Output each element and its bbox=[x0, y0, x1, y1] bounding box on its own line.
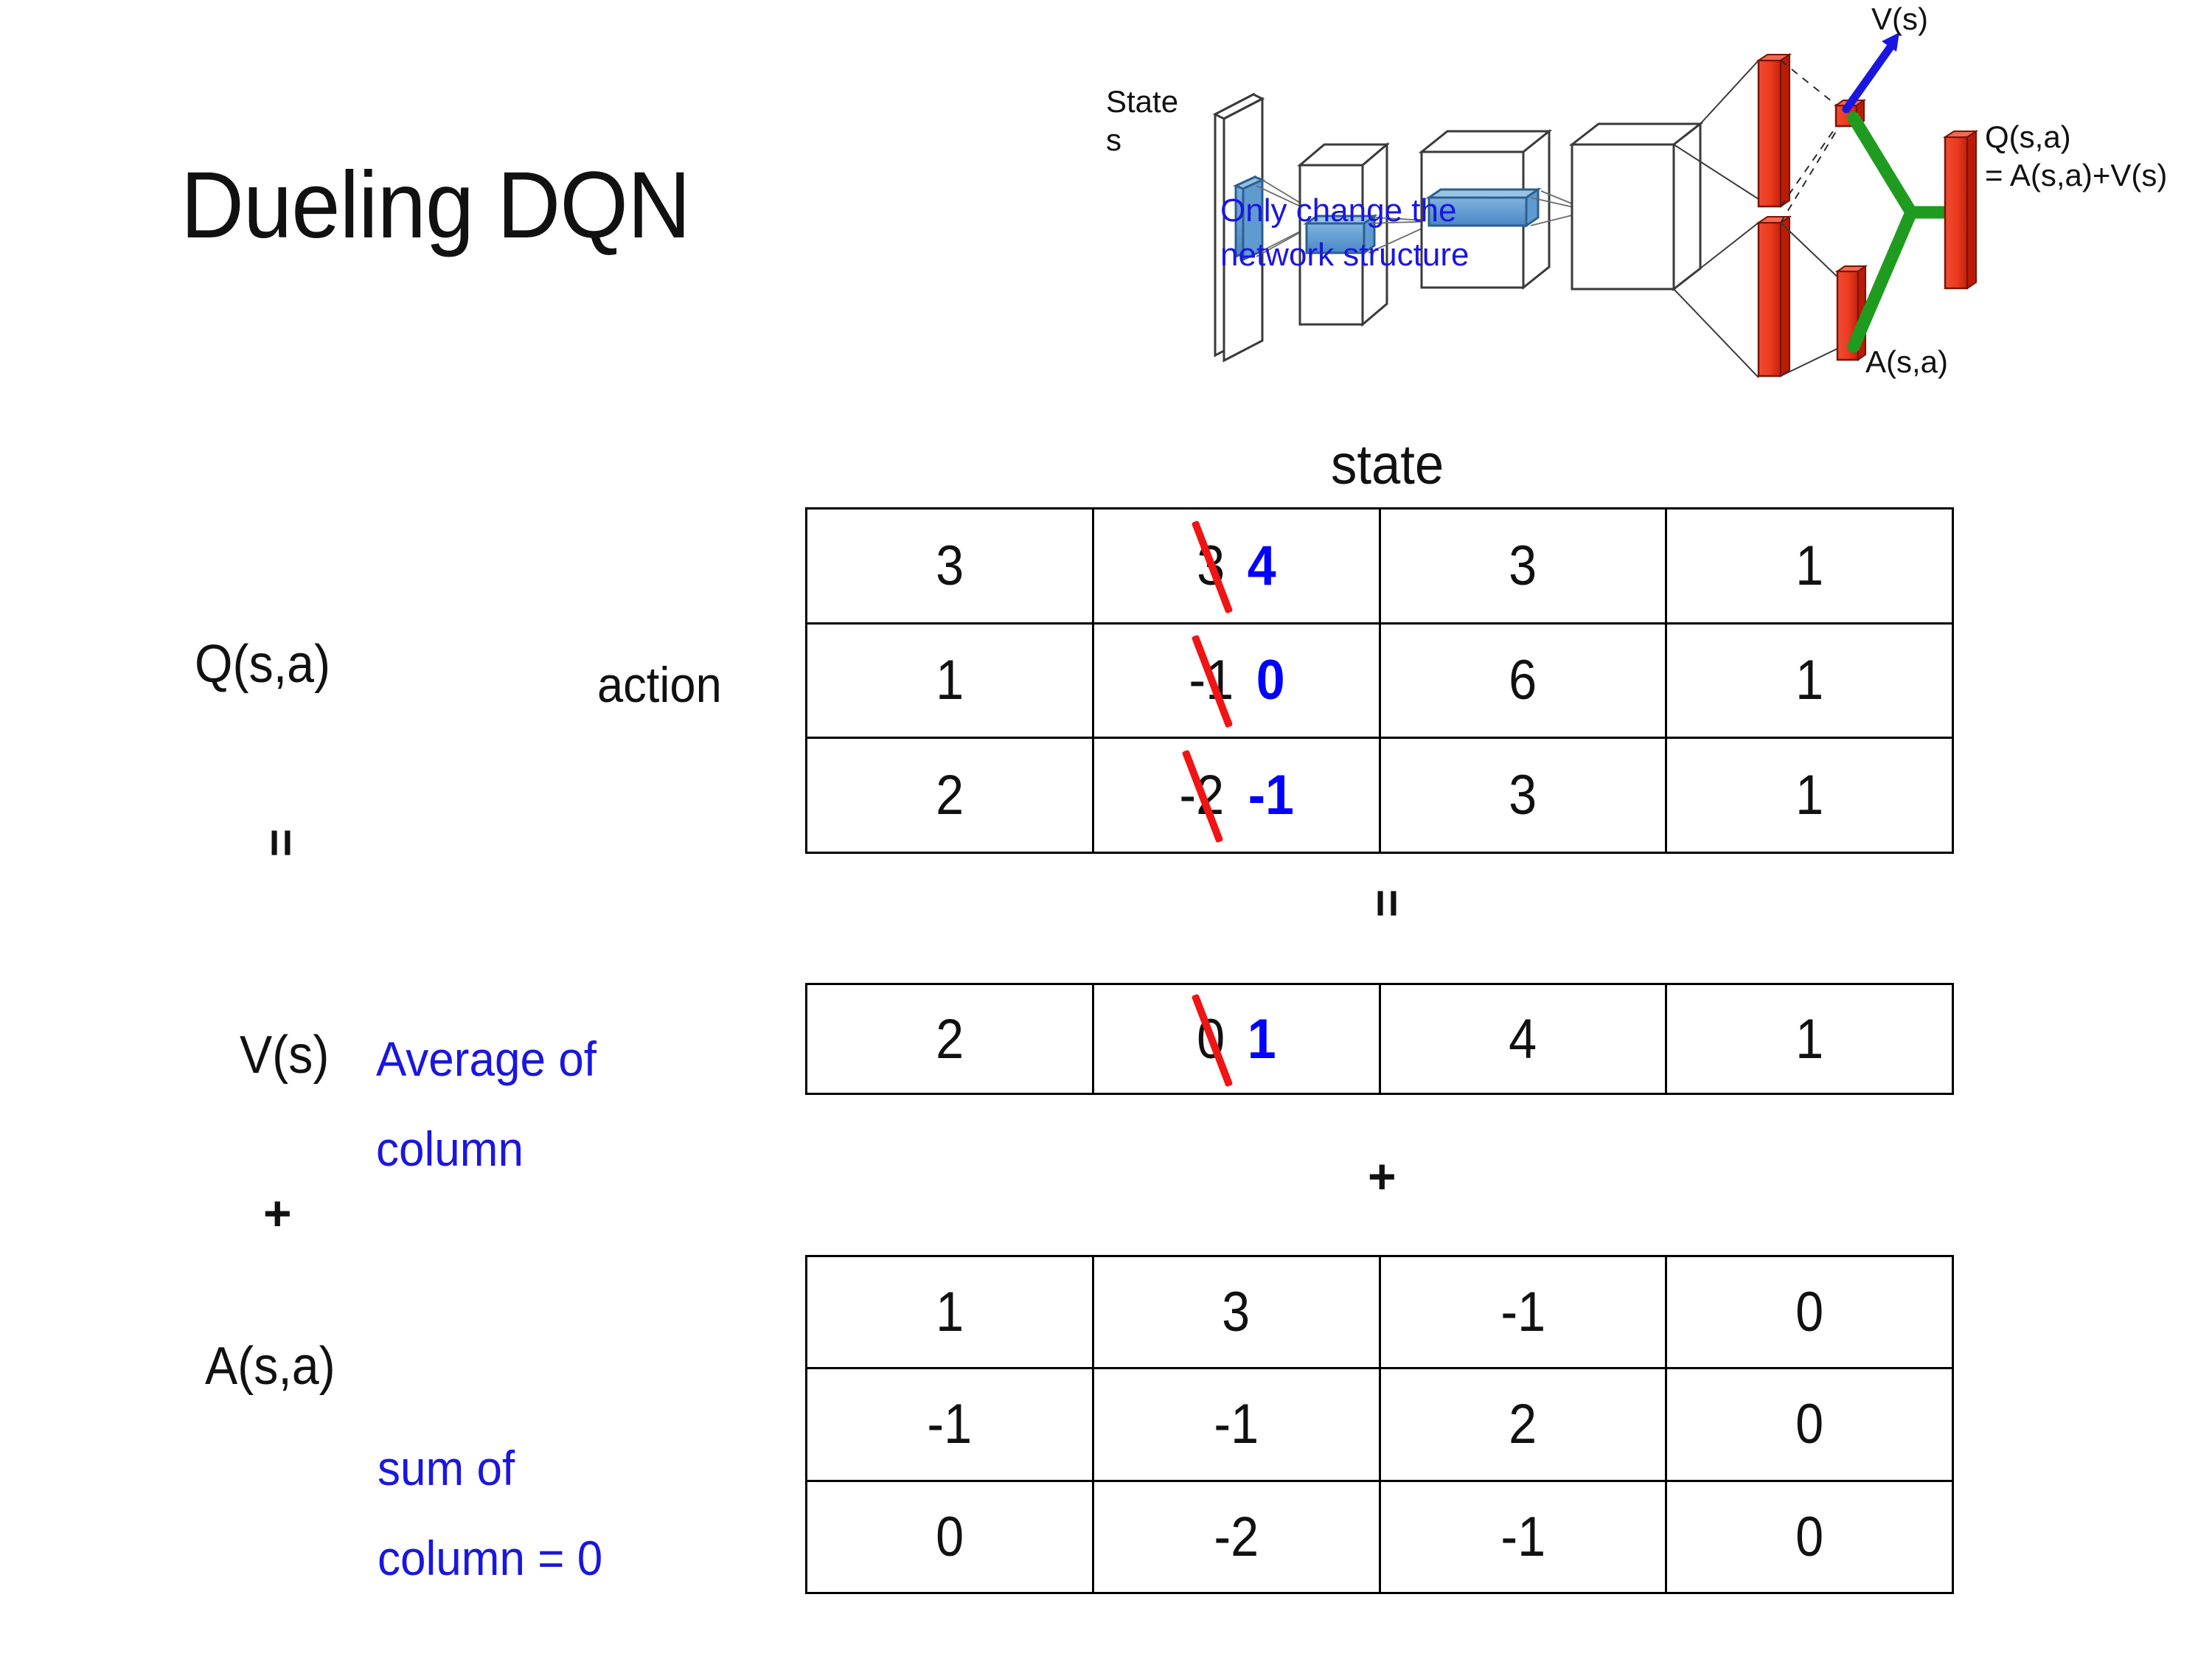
a-cell-r1c2[interactable]: 2 bbox=[1378, 1367, 1668, 1482]
value-stream-bar bbox=[1756, 53, 1792, 208]
q-output-bar bbox=[1942, 130, 1979, 290]
q-cell-r0c0[interactable]: 3 bbox=[805, 507, 1094, 625]
v-cell-c3[interactable]: 1 bbox=[1665, 983, 1954, 1095]
a-value-table: 1 3 -1 0 -1 -1 2 0 0 -2 -1 0 bbox=[805, 1254, 1954, 1595]
diagram-value-output-label: V(s) bbox=[1871, 1, 1928, 36]
diagram-q-output-label-line2: = A(s,a)+V(s) bbox=[1985, 158, 2167, 192]
plus-sign-tables: + bbox=[1368, 1149, 1397, 1203]
a-cell-r2c2[interactable]: -1 bbox=[1378, 1479, 1668, 1595]
a-function-label: A(s,a) bbox=[205, 1337, 335, 1396]
table-row: 0 -2 -1 0 bbox=[805, 1479, 1954, 1595]
q-cell-r2c1[interactable]: -2-1 bbox=[1091, 737, 1381, 854]
v-note-line2: column bbox=[376, 1121, 524, 1176]
merge-green-links bbox=[1847, 111, 1956, 353]
conv2-filter bbox=[1425, 187, 1542, 228]
state-axis-label: state bbox=[1331, 434, 1444, 496]
table-row: 1 3 -1 0 bbox=[805, 1254, 1954, 1370]
stream-split-lines bbox=[1673, 60, 1759, 378]
a-cell-r2c1[interactable]: -2 bbox=[1091, 1479, 1381, 1595]
v-function-label: V(s) bbox=[240, 1026, 330, 1085]
page-title: Dueling DQN bbox=[181, 153, 691, 258]
a-cell-r0c0[interactable]: 1 bbox=[805, 1254, 1094, 1370]
input-receptive-field bbox=[1233, 175, 1265, 262]
diagram-state-label-line2: s bbox=[1106, 122, 1121, 157]
q-cell-r0c3[interactable]: 1 bbox=[1665, 507, 1954, 625]
a-cell-r0c2[interactable]: -1 bbox=[1378, 1254, 1668, 1370]
advantage-stream-bar bbox=[1756, 215, 1792, 378]
diagram-q-output-label-line1: Q(s,a) bbox=[1985, 119, 2071, 154]
q-cell-r1c2[interactable]: 6 bbox=[1378, 622, 1668, 740]
equals-sign-q-v: = bbox=[254, 828, 309, 858]
v-note-line1: Average of bbox=[376, 1032, 597, 1086]
advantage-links bbox=[1780, 222, 1846, 377]
v-cell-c2[interactable]: 4 bbox=[1378, 983, 1668, 1095]
a-cell-r2c0[interactable]: 0 bbox=[805, 1479, 1094, 1595]
q-cell-r1c3[interactable]: 1 bbox=[1665, 622, 1954, 740]
table-row: 2 -2-1 3 1 bbox=[805, 737, 1954, 854]
q-function-label: Q(s,a) bbox=[195, 635, 331, 694]
q-cell-r2c2[interactable]: 3 bbox=[1378, 737, 1668, 854]
a-cell-r0c3[interactable]: 0 bbox=[1665, 1254, 1954, 1370]
a-note-line2: column = 0 bbox=[378, 1531, 603, 1585]
diagram-state-label-line1: State bbox=[1106, 84, 1178, 119]
q-cell-r1c0[interactable]: 1 bbox=[805, 622, 1094, 740]
v-cell-c0[interactable]: 2 bbox=[805, 983, 1094, 1095]
conv-layer-3 bbox=[1568, 121, 1704, 292]
a-cell-r2c3[interactable]: 0 bbox=[1665, 1479, 1954, 1595]
a-cell-r0c1[interactable]: 3 bbox=[1091, 1254, 1381, 1370]
a-cell-r1c0[interactable]: -1 bbox=[805, 1367, 1094, 1482]
a-cell-r1c3[interactable]: 0 bbox=[1665, 1367, 1954, 1482]
dueling-network-diagram: State s V(s) A(s,a) Q(s,a) = A(s,a)+V(s)… bbox=[1091, 0, 2212, 413]
value-output-arrow bbox=[1842, 32, 1899, 114]
table-row: -1 -1 2 0 bbox=[805, 1367, 1954, 1482]
conv1-filter bbox=[1303, 214, 1378, 255]
a-cell-r1c1[interactable]: -1 bbox=[1091, 1367, 1381, 1482]
diagram-note-line2: network structure bbox=[1220, 237, 1469, 273]
value-dashed-links bbox=[1780, 60, 1844, 223]
q-cell-r0c2[interactable]: 3 bbox=[1378, 507, 1668, 625]
q-cell-r2c3[interactable]: 1 bbox=[1665, 737, 1954, 854]
diagram-advantage-output-label: A(s,a) bbox=[1865, 344, 1948, 379]
equals-sign-tables: = bbox=[1360, 888, 1415, 918]
diagram-note-line1: Only change the bbox=[1220, 192, 1456, 229]
a-note-line1: sum of bbox=[378, 1441, 515, 1495]
q-cell-r2c0[interactable]: 2 bbox=[805, 737, 1094, 854]
action-axis-label: action bbox=[597, 657, 722, 713]
plus-sign-v-a: + bbox=[263, 1186, 292, 1240]
